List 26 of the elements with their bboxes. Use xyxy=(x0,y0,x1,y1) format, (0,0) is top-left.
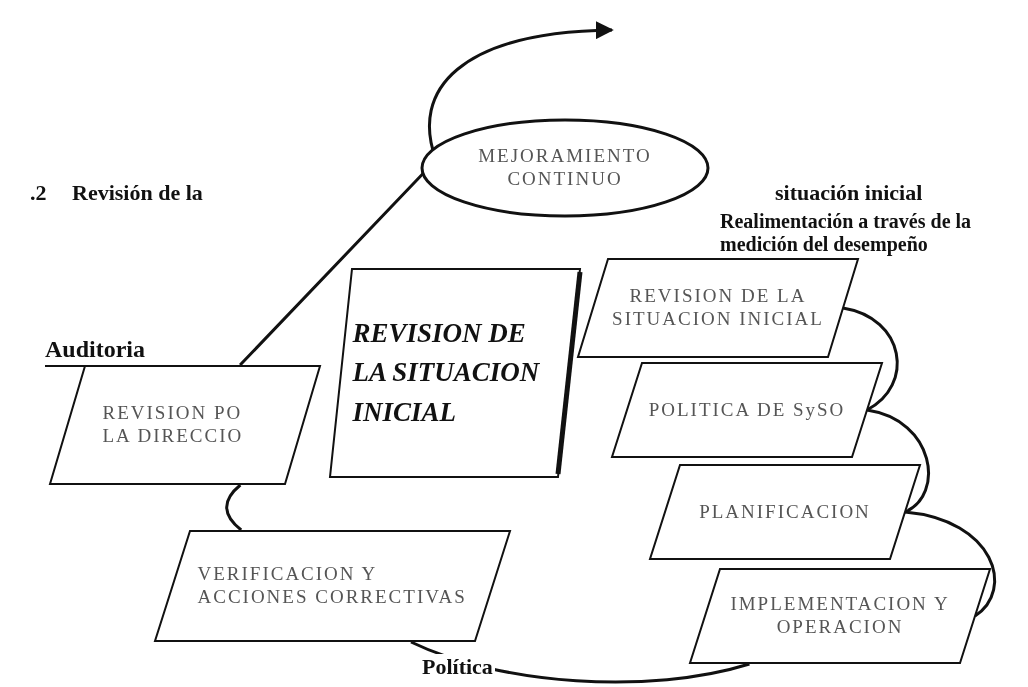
heading-text: REVISION DE LA SITUACION INICIAL xyxy=(352,317,541,429)
label-text: Realimentación a través de la medición del desempeño xyxy=(720,210,973,256)
node-text: IMPLEMENTACION Y OPERACION xyxy=(729,593,951,639)
process-parallelogram xyxy=(690,568,990,664)
node-text: POLITICA DE SySO xyxy=(647,398,847,422)
label-text: .2 xyxy=(30,180,47,206)
node-text: MEJORAMIENTO CONTINUO xyxy=(477,145,653,191)
arrow xyxy=(239,21,614,367)
node-text: VERIFICACION Y ACCIONES CORRECTIVAS xyxy=(197,563,468,609)
process-parallelogram xyxy=(330,268,580,478)
connector-line xyxy=(842,306,899,412)
label-text: Revisión de la xyxy=(72,180,203,206)
ellipse-node xyxy=(420,118,710,218)
process-parallelogram xyxy=(612,362,882,458)
process-parallelogram xyxy=(650,464,920,560)
connector-line xyxy=(866,408,930,514)
node-text: PLANIFICACION xyxy=(698,500,872,524)
connector-line xyxy=(904,510,996,618)
process-parallelogram xyxy=(578,258,858,358)
connector-line xyxy=(225,483,243,532)
process-parallelogram xyxy=(50,365,320,485)
process-parallelogram xyxy=(155,530,510,642)
label-text: situación inicial xyxy=(775,180,923,206)
node-text: REVISION PO LA DIRECCIO xyxy=(102,402,245,448)
node-text: REVISION DE LA SITUACION INICIAL xyxy=(611,285,825,331)
label-text: Auditoria xyxy=(45,336,145,364)
